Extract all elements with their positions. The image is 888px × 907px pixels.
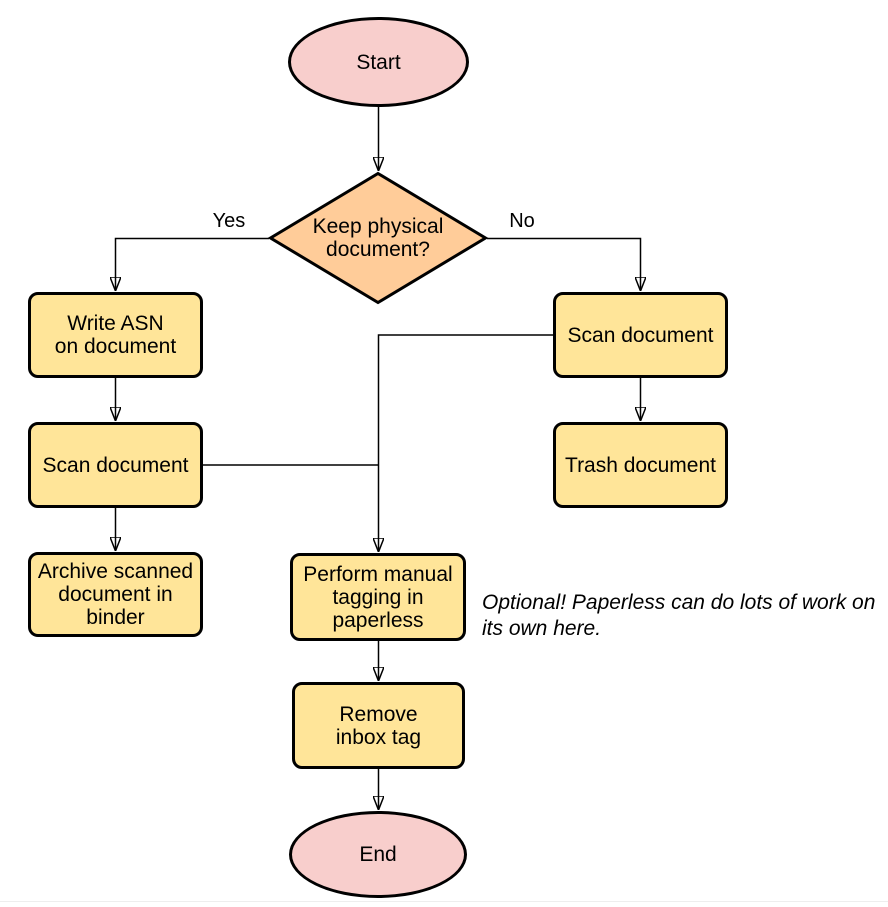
end-node: End bbox=[289, 811, 467, 898]
decision-label: Keep physical document? bbox=[312, 215, 444, 261]
scan-document-left-node: Scan document bbox=[28, 422, 203, 508]
remove-inbox-tag-node: Remove inbox tag bbox=[292, 682, 465, 769]
trash-document-node: Trash document bbox=[553, 422, 728, 508]
edge-scan-right-to-perform-tagging bbox=[379, 334, 553, 551]
edge-label-no: No bbox=[499, 210, 545, 232]
decision-keep-physical-document: Keep physical document? bbox=[267, 171, 489, 305]
optional-note: Optional! Paperless can do lots of work … bbox=[482, 591, 876, 640]
scan-document-right-node: Scan document bbox=[553, 292, 728, 378]
edge-decision-no-to-scan-right bbox=[487, 237, 641, 291]
edge-decision-yes-to-write-asn bbox=[116, 237, 269, 291]
decision-diamond-shape bbox=[267, 171, 489, 305]
edge-label-yes: Yes bbox=[206, 210, 252, 232]
perform-manual-tagging-node: Perform manual tagging in paperless bbox=[290, 553, 466, 641]
write-asn-node: Write ASN on document bbox=[28, 292, 203, 378]
bottom-divider bbox=[0, 901, 888, 902]
start-node: Start bbox=[288, 17, 469, 107]
archive-scanned-node: Archive scanned document in binder bbox=[28, 552, 203, 637]
